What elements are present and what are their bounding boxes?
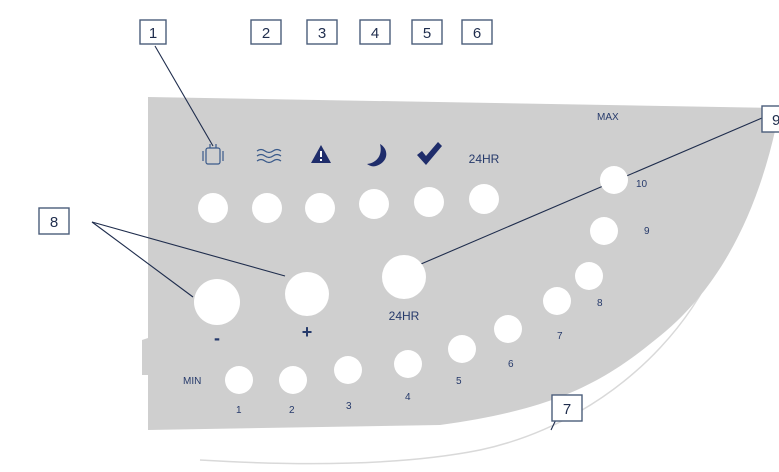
level-button-6[interactable] <box>494 315 522 343</box>
indicator-light-4 <box>359 189 389 219</box>
callout-6: 6 <box>461 19 493 45</box>
indicator-light-2 <box>252 193 282 223</box>
level-button-3[interactable] <box>334 356 362 384</box>
callout-5: 5 <box>411 19 443 45</box>
moon-icon <box>367 144 387 167</box>
checkmark-icon <box>417 142 442 165</box>
level-number-10: 10 <box>636 179 648 190</box>
level-button-7[interactable] <box>543 287 571 315</box>
minus-button[interactable] <box>194 279 240 325</box>
24hr-button[interactable] <box>382 255 426 299</box>
callout-label: 6 <box>473 25 481 42</box>
level-number-5: 5 <box>456 376 462 387</box>
indicator-24hr-label: 24HR <box>469 152 500 166</box>
minus-label: - <box>214 328 220 348</box>
level-number-7: 7 <box>557 331 563 342</box>
callout-2: 2 <box>250 19 282 45</box>
callout-label: 3 <box>318 25 326 42</box>
level-button-9[interactable] <box>590 217 618 245</box>
callout-9: 9 <box>761 105 779 133</box>
level-number-9: 9 <box>644 226 650 237</box>
callout-label: 9 <box>772 112 779 129</box>
callout-label: 7 <box>563 401 571 418</box>
callout-label: 5 <box>423 25 431 42</box>
callout-4: 4 <box>359 19 391 45</box>
level-number-2: 2 <box>289 405 295 416</box>
level-button-1[interactable] <box>225 366 253 394</box>
level-number-6: 6 <box>508 359 514 370</box>
level-button-4[interactable] <box>394 350 422 378</box>
24hr-button-label: 24HR <box>389 309 420 323</box>
level-number-8: 8 <box>597 298 603 309</box>
plus-button[interactable] <box>285 272 329 316</box>
level-max-label: MAX <box>597 112 619 123</box>
defrost-icon <box>202 144 224 165</box>
callout-label: 8 <box>50 214 58 231</box>
level-number-4: 4 <box>405 392 411 403</box>
callout-label: 1 <box>149 25 157 42</box>
callout-1: 1 <box>139 19 167 45</box>
indicator-light-6 <box>469 184 499 214</box>
heater-icon <box>256 148 282 164</box>
callout-8: 8 <box>38 207 70 235</box>
level-min-label: MIN <box>183 376 201 387</box>
indicator-light-1 <box>198 193 228 223</box>
callout-label: 4 <box>371 25 379 42</box>
leader-lines <box>91 45 763 431</box>
level-number-1: 1 <box>236 405 242 416</box>
level-button-5[interactable] <box>448 335 476 363</box>
level-button-2[interactable] <box>279 366 307 394</box>
level-number-3: 3 <box>346 401 352 412</box>
level-button-8[interactable] <box>575 262 603 290</box>
callout-7: 7 <box>551 394 583 422</box>
level-button-10[interactable] <box>600 166 628 194</box>
callout-label: 2 <box>262 25 270 42</box>
plus-label: + <box>302 322 313 342</box>
indicator-light-3 <box>305 193 335 223</box>
indicator-light-5 <box>414 187 444 217</box>
callout-3: 3 <box>306 19 338 45</box>
warning-icon <box>311 145 331 163</box>
